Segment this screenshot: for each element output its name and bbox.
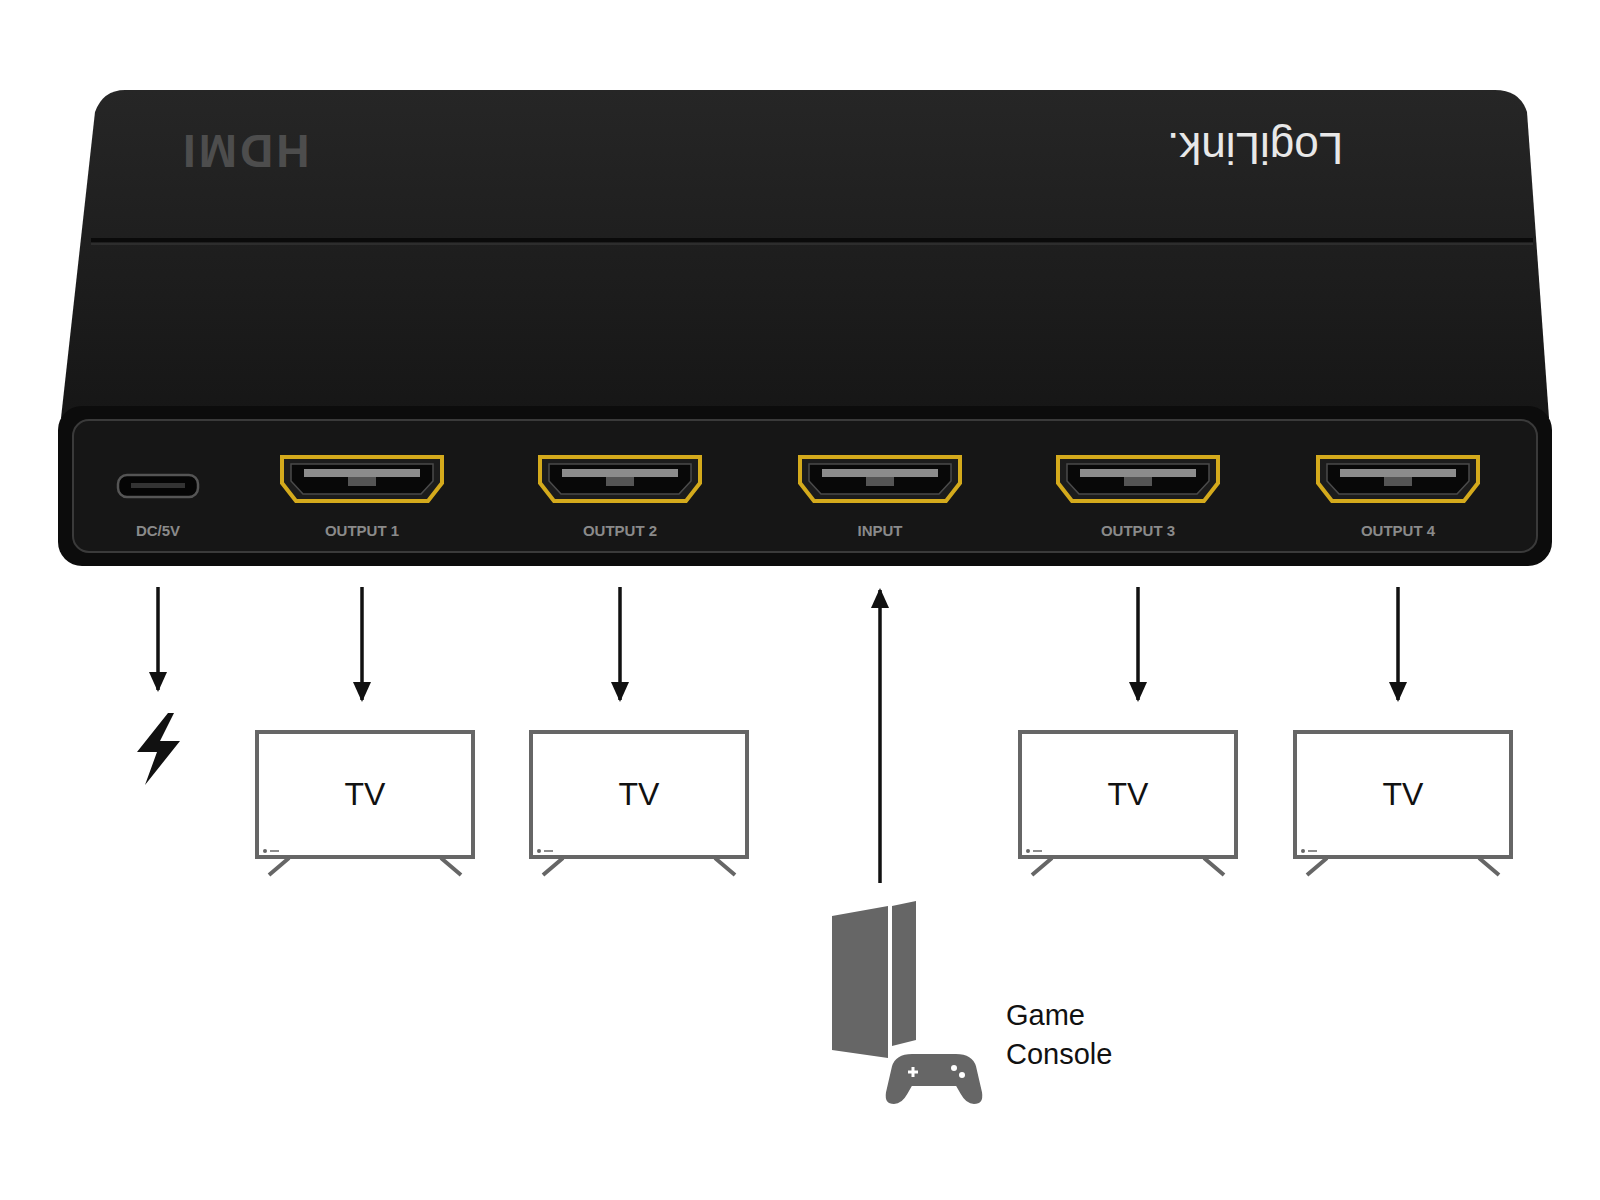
tv-led <box>1301 849 1305 853</box>
port-pins <box>1080 469 1196 477</box>
tv-label: TV <box>1293 776 1513 813</box>
port-opening <box>809 464 951 494</box>
lid-groove <box>91 238 1533 242</box>
signal-arrow <box>360 587 364 700</box>
port-label: OUTPUT 4 <box>1308 522 1488 539</box>
gamepad-icon <box>884 1052 985 1106</box>
power-port-slot-shape <box>103 450 213 520</box>
tv-stand <box>1032 858 1224 875</box>
usb-tongue <box>131 483 185 488</box>
tv-box: TV <box>1018 730 1238 877</box>
port-tongue <box>866 477 894 486</box>
port-pins <box>562 469 678 477</box>
hdmi-port <box>282 457 442 501</box>
port-label: INPUT <box>790 522 970 539</box>
lid-highlight <box>91 243 1533 245</box>
port-panel <box>73 420 1537 552</box>
tv-box: TV <box>255 730 475 877</box>
tv-box: TV <box>529 730 749 877</box>
gamepad-button <box>951 1065 957 1071</box>
tv-led <box>1026 849 1030 853</box>
gamepad-button <box>959 1072 965 1078</box>
brand-logo: LogiLink. <box>1167 122 1343 173</box>
console-side <box>892 901 916 1046</box>
hdmi-port-slot-shape <box>272 450 452 520</box>
game-console-shape <box>828 900 1148 1110</box>
splitter-top <box>61 90 1549 418</box>
tv-led <box>263 849 267 853</box>
tv-led <box>537 849 541 853</box>
tv-label: TV <box>255 776 475 813</box>
tv-indicator <box>544 850 553 852</box>
tv-indicator <box>1033 850 1042 852</box>
tv-indicator <box>270 850 279 852</box>
hdmi-port-slot: OUTPUT 3 <box>1048 450 1228 560</box>
gamepad-dpad <box>908 1067 918 1077</box>
hdmi-port-slot-shape <box>790 450 970 520</box>
hdmi-port <box>1318 457 1478 501</box>
hdmi-port <box>540 457 700 501</box>
port-label: OUTPUT 1 <box>272 522 452 539</box>
hdmi-port-slot: OUTPUT 2 <box>530 450 710 560</box>
hdmi-port-slot: INPUT <box>790 450 970 560</box>
tv-indicator <box>1308 850 1317 852</box>
port-tongue <box>348 477 376 486</box>
hdmi-splitter: HDMI LogiLink. DC/5V OUTPUT 1 OUTPUT 2 INPUT O… <box>55 88 1555 570</box>
tv-label: TV <box>1018 776 1238 813</box>
hdmi-port-slot-shape <box>530 450 710 520</box>
hdmi-port <box>1058 457 1218 501</box>
hdmi-port <box>800 457 960 501</box>
port-pins <box>822 469 938 477</box>
hdmi-port-slot-shape <box>1048 450 1228 520</box>
port-tongue <box>606 477 634 486</box>
hdmi-port-slot: OUTPUT 4 <box>1308 450 1488 560</box>
game-console: Game Console <box>828 900 1148 1110</box>
port-tongue <box>1124 477 1152 486</box>
hdmi-port-slot-shape <box>1308 450 1488 520</box>
port-label: DC/5V <box>103 522 213 539</box>
port-opening <box>291 464 433 494</box>
signal-arrow <box>1136 587 1140 700</box>
port-label: OUTPUT 2 <box>530 522 710 539</box>
power-symbol <box>137 713 180 785</box>
tv-label: TV <box>529 776 749 813</box>
tv-stand <box>543 858 735 875</box>
tv-stand <box>1307 858 1499 875</box>
port-pins <box>304 469 420 477</box>
port-opening <box>1327 464 1469 494</box>
tv-stand <box>269 858 461 875</box>
power-port-slot: DC/5V <box>103 450 213 560</box>
device-label: Game Console <box>1006 996 1146 1074</box>
signal-arrow <box>618 587 622 700</box>
port-pins <box>1340 469 1456 477</box>
port-opening <box>1067 464 1209 494</box>
signal-arrow <box>1396 587 1400 700</box>
signal-arrow <box>878 590 882 883</box>
hdmi-port-slot: OUTPUT 1 <box>272 450 452 560</box>
micro-usb-port <box>118 475 198 497</box>
port-tongue <box>1384 477 1412 486</box>
tv-box: TV <box>1293 730 1513 877</box>
brand-logo: HDMI <box>180 124 310 177</box>
power-arrow <box>156 587 160 690</box>
console-body <box>832 906 888 1058</box>
port-label: OUTPUT 3 <box>1048 522 1228 539</box>
port-opening <box>549 464 691 494</box>
splitter-front <box>58 406 1552 566</box>
